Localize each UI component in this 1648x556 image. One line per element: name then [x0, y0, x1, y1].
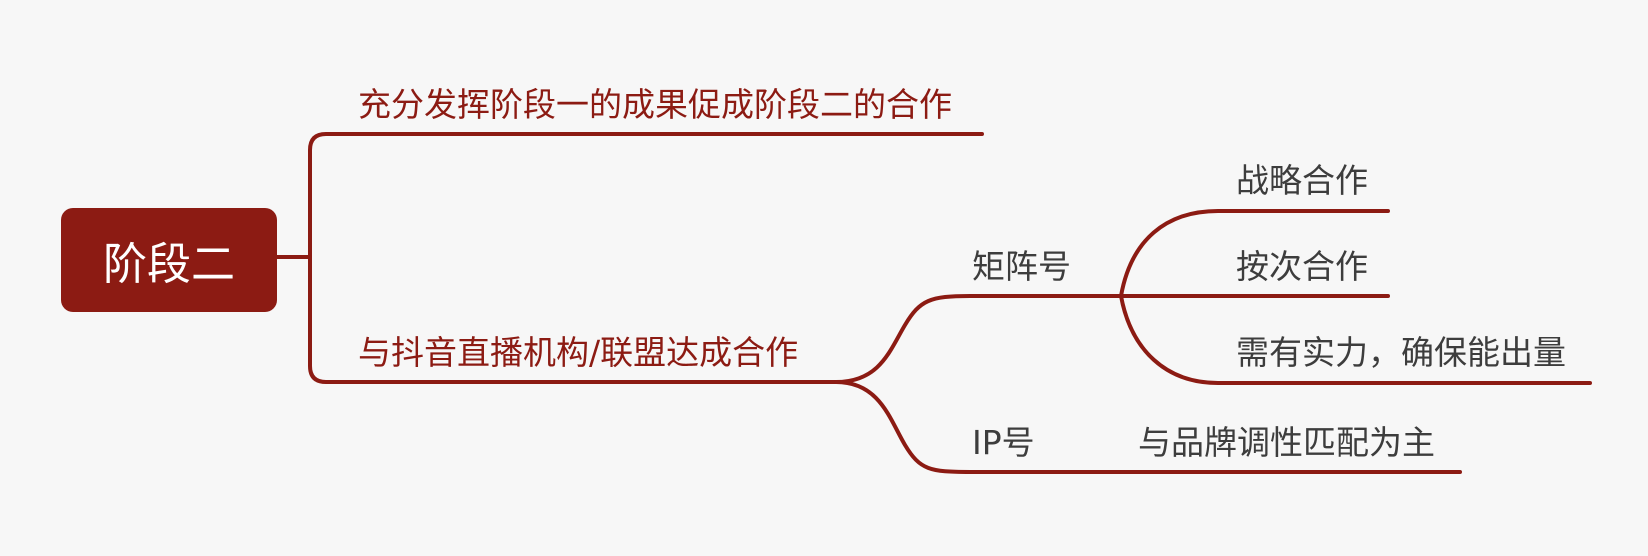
leaf-node-capability-requirement[interactable]: 需有实力，确保能出量	[1236, 336, 1566, 369]
branch-label: 与抖音直播机构/联盟达成合作	[358, 333, 799, 372]
subbranch-node-matrix-account[interactable]: 矩阵号	[972, 250, 1071, 283]
branch-node-leverage-phase-one[interactable]: 充分发挥阶段一的成果促成阶段二的合作	[358, 88, 952, 121]
branch-connector-2	[308, 255, 838, 384]
leaf-node-per-use-cooperation[interactable]: 按次合作	[1236, 250, 1368, 283]
leaf-label: 战略合作	[1236, 161, 1368, 200]
subbranch-connector-matrix	[834, 294, 1123, 384]
root-node[interactable]: 阶段二	[61, 208, 277, 312]
subbranch-connector-ip	[834, 380, 1123, 474]
branch-node-douyin-partnership[interactable]: 与抖音直播机构/联盟达成合作	[358, 336, 798, 369]
branch-connector-1	[308, 132, 984, 259]
leaf-node-strategic-cooperation[interactable]: 战略合作	[1236, 164, 1368, 197]
leaf-node-brand-tone-match[interactable]: 与品牌调性匹配为主	[1138, 426, 1435, 459]
subbranch-label: IP号	[972, 423, 1035, 462]
subbranch-node-ip-account[interactable]: IP号	[972, 426, 1035, 459]
branch-label: 充分发挥阶段一的成果促成阶段二的合作	[358, 85, 952, 124]
leaf-connector-1	[1119, 209, 1390, 298]
leaf-connector-3	[1119, 294, 1592, 385]
leaf-label: 按次合作	[1236, 247, 1368, 286]
subbranch-label: 矩阵号	[972, 247, 1071, 286]
leaf-label: 需有实力，确保能出量	[1236, 333, 1566, 372]
leaf-label: 与品牌调性匹配为主	[1138, 423, 1435, 462]
root-label: 阶段二	[103, 239, 235, 290]
